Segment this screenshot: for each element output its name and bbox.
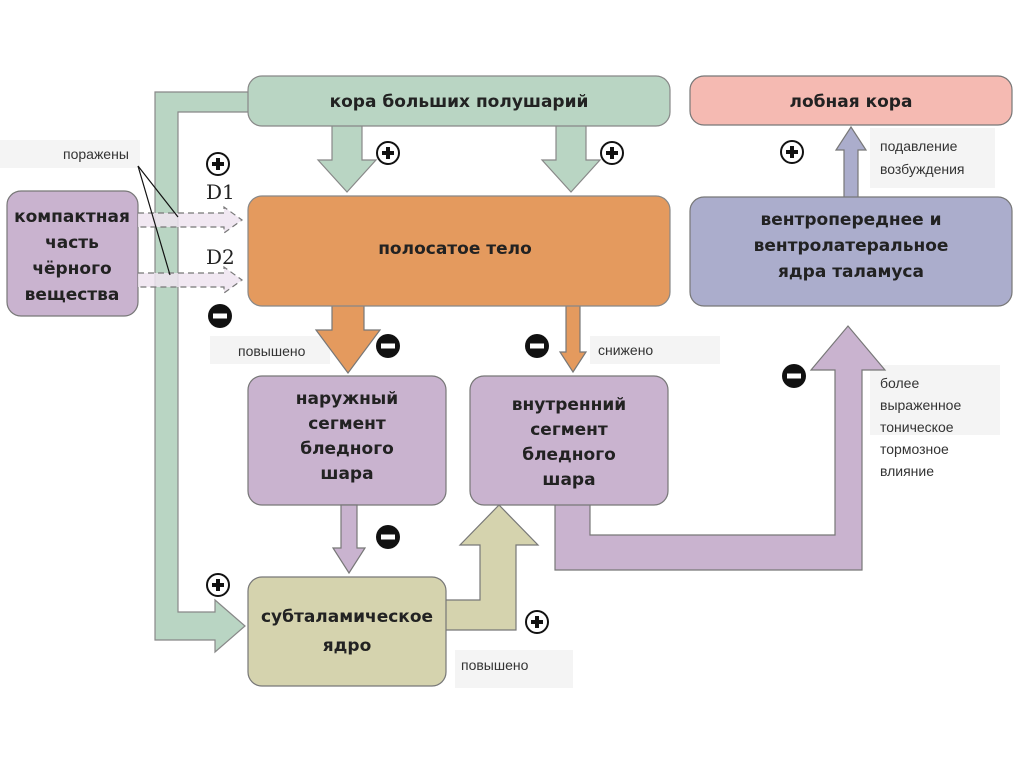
svg-text:тормозное: тормозное (880, 441, 949, 457)
svg-text:шара: шара (320, 464, 373, 484)
decreased-label: снижено (598, 342, 653, 358)
label-bg (210, 336, 330, 364)
svg-text:влияние: влияние (880, 463, 934, 479)
cortex-to-subthalamic-arrow (154, 91, 261, 654)
gpi-to-thalamus-arrow (554, 325, 887, 571)
increased-label-1: повышено (238, 343, 306, 359)
substantia-nigra-box (6, 190, 139, 317)
svg-text:внутренний: внутренний (512, 395, 626, 415)
plus-icon (525, 610, 549, 634)
minus-icon (208, 304, 232, 328)
gp-internal-label: внутренний сегмент бледного шара (512, 395, 626, 490)
svg-text:подавление: подавление (880, 138, 958, 154)
striatum-box (247, 195, 671, 307)
cortex-to-striatum-arrow-1 (316, 119, 378, 193)
plus-icon (206, 573, 230, 597)
svg-text:выраженное: выраженное (880, 397, 961, 413)
d2-arrow (138, 265, 244, 295)
minus-icon (376, 334, 400, 358)
thalamus-label: вентропереднее и вентролатеральное ядра … (754, 210, 949, 282)
d1-label: D1 (206, 180, 235, 204)
subthalamic-box (247, 576, 447, 687)
svg-text:возбуждения: возбуждения (880, 161, 965, 177)
svg-text:вентропереднее и: вентропереднее и (760, 210, 941, 230)
label-bg (870, 128, 995, 188)
striatum-label: полосатое тело (378, 239, 532, 259)
label-bg (455, 650, 573, 688)
affected-label: поражены (63, 146, 129, 162)
svg-text:шара: шара (542, 470, 595, 490)
striatum-to-gpi-arrow (558, 299, 588, 374)
svg-text:компактная: компактная (14, 207, 130, 227)
thalamus-to-frontal-arrow (834, 125, 868, 199)
subthalamic-label: субталамическое ядро (261, 607, 433, 656)
minus-icon (525, 334, 549, 358)
minus-icon (376, 525, 400, 549)
svg-text:бледного: бледного (300, 439, 394, 459)
minus-icon (782, 364, 806, 388)
subthalamic-to-gpi-arrow (439, 504, 540, 631)
substantia-nigra-label: компактная часть чёрного вещества (14, 207, 130, 305)
svg-text:тоническое: тоническое (880, 419, 954, 435)
plus-icon (780, 140, 804, 164)
svg-text:часть: часть (45, 233, 99, 253)
tonic-inhibition-label: более выраженное тоническое тормозное вл… (880, 375, 961, 479)
frontal-cortex-box (689, 75, 1013, 126)
suppression-label: подавление возбуждения (880, 138, 965, 177)
label-bg (590, 336, 720, 364)
plus-icon (206, 152, 230, 176)
svg-text:более: более (880, 375, 919, 391)
svg-text:сегмент: сегмент (530, 420, 608, 440)
affected-pointer-lines (137, 165, 179, 276)
thalamus-box (689, 196, 1013, 307)
plus-icon (376, 141, 400, 165)
label-bg (870, 365, 1000, 435)
svg-text:наружный: наружный (296, 389, 398, 409)
gp-external-label: наружный сегмент бледного шара (296, 389, 398, 484)
cortex-label: кора больших полушарий (330, 92, 589, 112)
svg-text:ядро: ядро (323, 636, 372, 656)
svg-text:чёрного: чёрного (32, 259, 111, 279)
svg-text:бледного: бледного (522, 445, 616, 465)
increased-label-2: повышено (461, 657, 529, 673)
svg-text:вентролатеральное: вентролатеральное (754, 236, 949, 256)
gpe-to-subthalamic-arrow (331, 504, 367, 575)
cortex-box (247, 75, 671, 127)
frontal-cortex-label: лобная кора (790, 92, 913, 112)
svg-text:субталамическое: субталамическое (261, 607, 433, 627)
label-bg (0, 140, 140, 168)
gp-internal-box (469, 375, 669, 506)
d2-label: D2 (206, 245, 235, 269)
d1-arrow (138, 205, 244, 235)
cortex-to-striatum-arrow-2 (540, 119, 602, 193)
plus-icon (600, 141, 624, 165)
svg-text:сегмент: сегмент (308, 414, 386, 434)
svg-text:вещества: вещества (25, 285, 120, 305)
svg-text:ядра таламуса: ядра таламуса (778, 262, 924, 282)
